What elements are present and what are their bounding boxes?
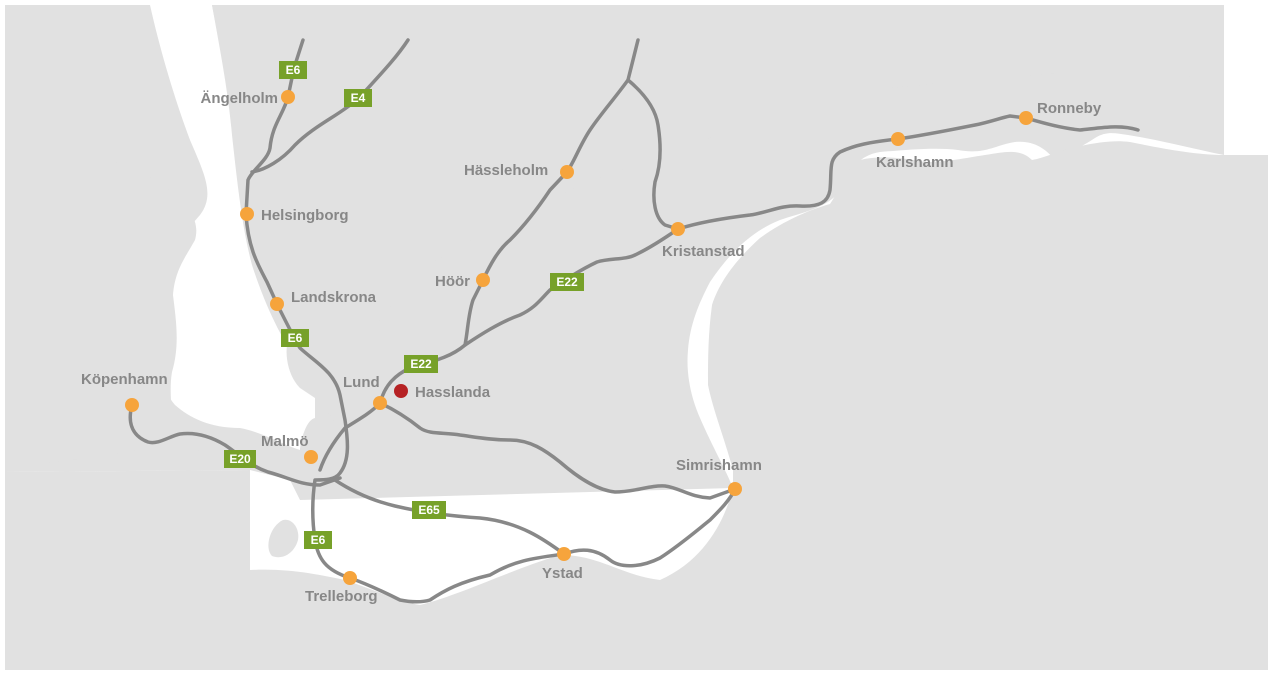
city-dot-landskrona[interactable] (270, 297, 284, 311)
city-dot-simrishamn[interactable] (728, 482, 742, 496)
svg-text:E20: E20 (229, 452, 251, 466)
svg-text:E65: E65 (418, 503, 440, 517)
route-shields: E6 E4 E6 E22 E22 E20 E65 E6 (224, 61, 584, 549)
city-dot-kopenhamn[interactable] (125, 398, 139, 412)
city-dot-helsingborg[interactable] (240, 207, 254, 221)
city-dot-hoor[interactable] (476, 273, 490, 287)
city-dot-kristanstad[interactable] (671, 222, 685, 236)
location-marker-icon[interactable] (394, 384, 408, 398)
svg-text:E22: E22 (410, 357, 432, 371)
city-label-ronneby: Ronneby (1037, 100, 1102, 117)
road-network (128, 38, 1140, 604)
city-dot-trelleborg[interactable] (343, 571, 357, 585)
road-east-coast (676, 114, 1140, 231)
city-label-hoor: Höör (435, 273, 470, 290)
svg-text:E6: E6 (286, 63, 301, 77)
city-label-trelleborg: Trelleborg (305, 588, 378, 605)
land-south (5, 141, 1268, 670)
city-label-landskrona: Landskrona (291, 289, 377, 306)
road-hassleholm-kristianstad (626, 78, 680, 231)
route-shield-e22-lund: E22 (404, 355, 438, 373)
road-ystad-simrishamn (562, 487, 737, 568)
city-label-angelholm: Ängelholm (201, 90, 279, 107)
route-shield-e6-south: E6 (304, 531, 332, 549)
svg-text:E4: E4 (351, 91, 366, 105)
land-west-coast (212, 5, 1224, 428)
city-dot-ronneby[interactable] (1019, 111, 1033, 125)
road-e4 (250, 38, 410, 174)
city-dot-hassleholm[interactable] (560, 165, 574, 179)
city-labels: Ängelholm Helsingborg Landskrona Köpenha… (81, 90, 1102, 605)
svg-text:E6: E6 (311, 533, 326, 547)
city-label-malmo: Malmö (261, 433, 309, 450)
route-shield-e22-east: E22 (550, 273, 584, 291)
land-island-saltholm (161, 435, 199, 471)
land-areas (5, 5, 1268, 670)
city-dot-angelholm[interactable] (281, 90, 295, 104)
land-island-ven (268, 519, 299, 558)
city-label-kopenhamn: Köpenhamn (81, 371, 168, 388)
city-label-ystad: Ystad (542, 565, 583, 582)
route-shield-e20: E20 (224, 450, 256, 468)
route-shield-e6-mid: E6 (281, 329, 309, 347)
city-label-hassleholm: Hässleholm (464, 162, 548, 179)
svg-text:E6: E6 (288, 331, 303, 345)
city-label-simrishamn: Simrishamn (676, 457, 762, 474)
city-markers (125, 90, 1033, 585)
city-label-kristanstad: Kristanstad (662, 243, 745, 260)
city-label-karlshamn: Karlshamn (876, 154, 954, 171)
city-label-lund: Lund (343, 374, 380, 391)
road-lund-simrishamn (378, 401, 737, 500)
route-shield-e6-north: E6 (279, 61, 307, 79)
city-dot-ystad[interactable] (557, 547, 571, 561)
city-dot-malmo[interactable] (304, 450, 318, 464)
land-zealand (5, 149, 197, 469)
city-dot-lund[interactable] (373, 396, 387, 410)
road-lund-malmo (318, 401, 382, 472)
svg-text:E22: E22 (556, 275, 578, 289)
road-copenhagen (128, 403, 342, 487)
route-shield-e4: E4 (344, 89, 372, 107)
city-label-helsingborg: Helsingborg (261, 207, 349, 224)
route-shield-e65: E65 (412, 501, 446, 519)
city-dot-karlshamn[interactable] (891, 132, 905, 146)
highlight-label-hasslanda: Hasslanda (415, 384, 491, 401)
